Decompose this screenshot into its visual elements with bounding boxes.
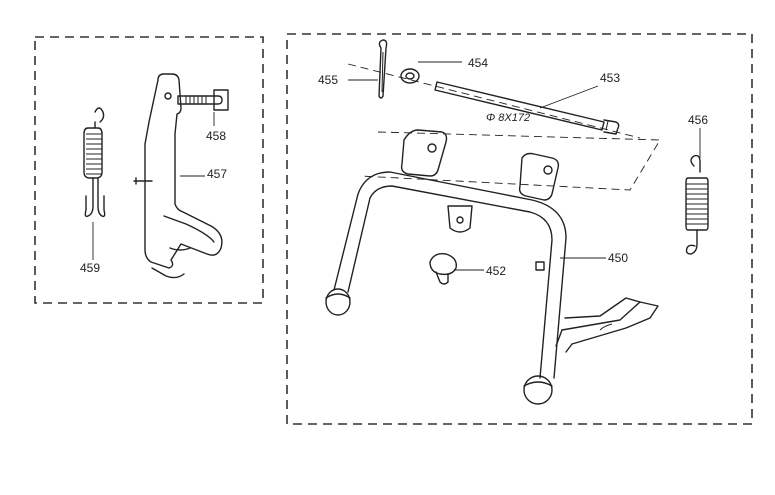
shaft-dimension-label: Φ 8X172 bbox=[486, 112, 530, 124]
part-455-cotter-pin bbox=[378, 39, 388, 99]
callout-459: 459 bbox=[80, 261, 100, 275]
callout-457: 457 bbox=[207, 167, 227, 181]
part-457-side-stand bbox=[133, 73, 223, 279]
callout-454: 454 bbox=[468, 56, 488, 70]
main-stand-frame bbox=[286, 33, 753, 425]
part-453-shaft bbox=[434, 81, 620, 135]
callout-458: 458 bbox=[206, 129, 226, 143]
part-458-bolt bbox=[177, 89, 229, 111]
leader-453 bbox=[539, 85, 599, 109]
axis-line bbox=[347, 63, 641, 139]
part-459-spring bbox=[83, 107, 106, 218]
part-450-main-stand bbox=[325, 129, 659, 405]
main-stand-group: Φ 8X172 455 454 453 456 452 450 bbox=[286, 33, 753, 425]
side-stand-frame bbox=[34, 36, 264, 304]
callout-456: 456 bbox=[688, 113, 708, 127]
alignment-guide bbox=[359, 131, 661, 191]
callout-452: 452 bbox=[486, 264, 506, 278]
part-452-rubber-stop bbox=[429, 252, 457, 285]
side-stand-group: 458 457 459 bbox=[34, 36, 264, 304]
callout-455: 455 bbox=[318, 73, 338, 87]
callout-453: 453 bbox=[600, 71, 620, 85]
part-456-spring bbox=[685, 154, 709, 255]
part-454-washer bbox=[400, 68, 420, 84]
callout-450: 450 bbox=[608, 251, 628, 265]
